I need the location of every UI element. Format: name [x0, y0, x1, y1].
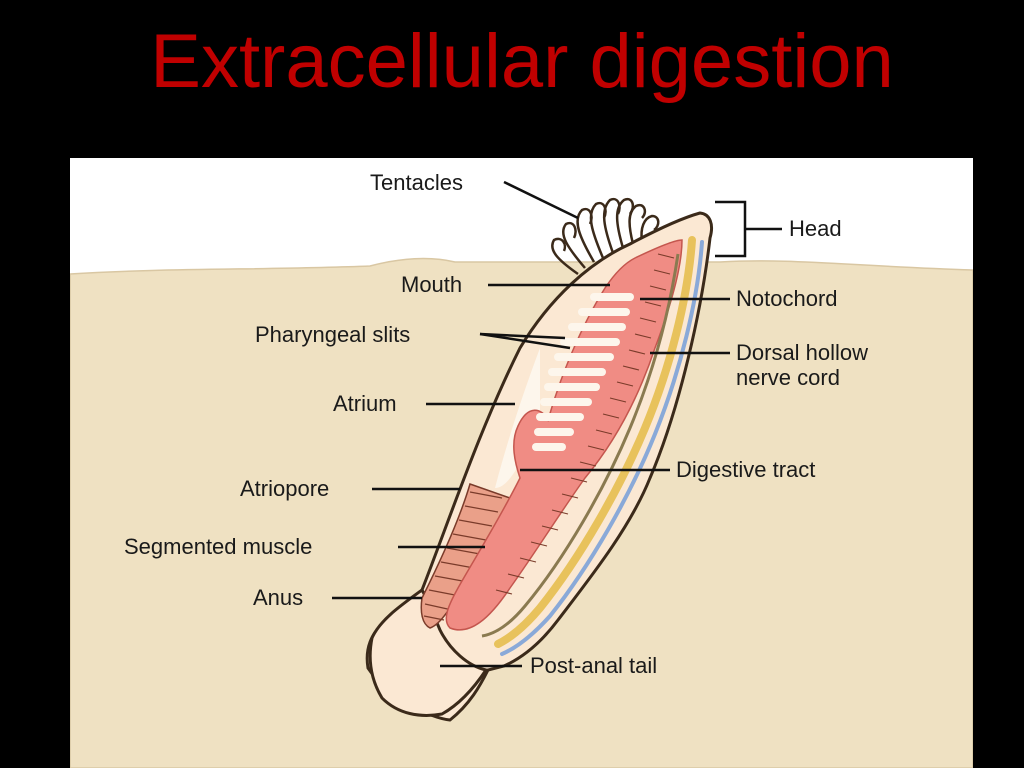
label-notochord: Notochord	[736, 286, 838, 311]
slide-title: Extracellular digestion	[150, 19, 894, 104]
nerve-cord-drawing	[500, 240, 704, 656]
head-bracket	[715, 200, 782, 258]
label-segmented-muscle: Segmented muscle	[124, 534, 312, 559]
label-anus: Anus	[253, 585, 303, 610]
label-post-anal-tail: Post-anal tail	[530, 653, 657, 678]
label-dorsal-hollow-nerve-cord-line2: nerve cord	[736, 365, 840, 390]
leader-lines	[332, 180, 730, 668]
digestive-tract-drawing	[481, 253, 680, 638]
dorsal-muscle-segments	[495, 253, 675, 595]
atrium-cavity	[495, 348, 540, 488]
label-head: Head	[789, 216, 842, 241]
label-digestive-tract: Digestive tract	[676, 457, 815, 482]
label-atrium: Atrium	[333, 391, 397, 416]
post-anal-tail-drawing	[368, 587, 489, 717]
lancelet-diagram: Tentacles Head Mouth Notochord Pharyngea…	[70, 158, 973, 768]
notochord-drawing	[494, 236, 696, 648]
label-tentacles: Tentacles	[370, 170, 463, 195]
label-atriopore: Atriopore	[240, 476, 329, 501]
lancelet-diagram-svg: Tentacles Head Mouth Notochord Pharyngea…	[70, 158, 973, 768]
tentacles-drawing	[551, 197, 660, 276]
label-mouth: Mouth	[401, 272, 462, 297]
label-pharyngeal-slits: Pharyngeal slits	[255, 322, 410, 347]
pharyngeal-slits-drawing	[532, 293, 634, 451]
label-dorsal-hollow-nerve-cord-line1: Dorsal hollow	[736, 340, 868, 365]
